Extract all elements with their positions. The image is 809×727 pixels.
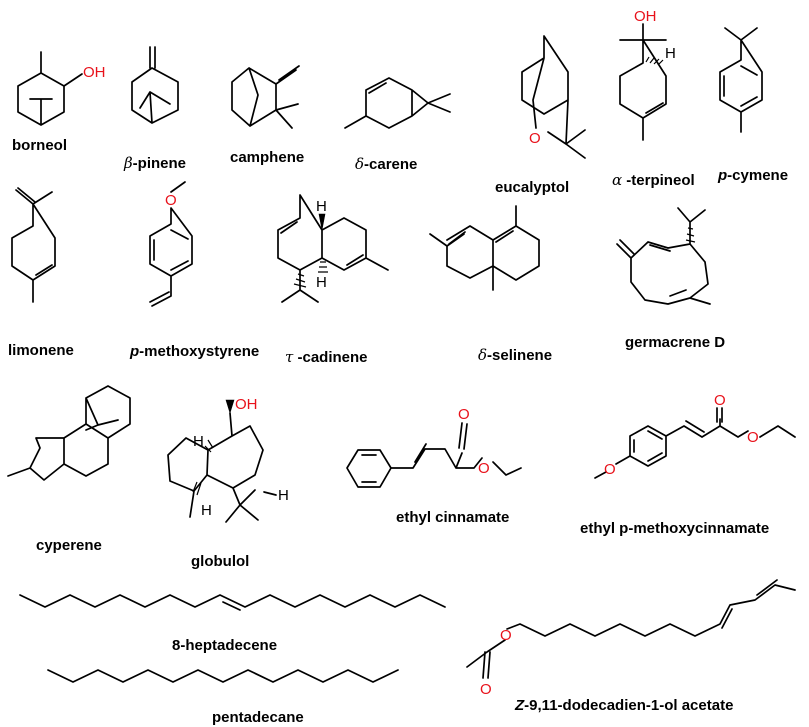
beta-pinene-label: β-pinene <box>123 154 186 172</box>
alpha-terpineol-hydrogen: H <box>665 45 676 62</box>
p-cymene-label: p-cymene <box>717 167 788 184</box>
p-methoxystyrene-label: p-methoxystyrene <box>129 343 259 360</box>
ethyl-cinnamate-carbonyl-oxygen: O <box>458 406 470 423</box>
limonene-structure <box>11 187 56 303</box>
limonene-label: limonene <box>8 342 74 359</box>
tau-cadinene-hydrogen-top: H <box>316 198 327 215</box>
borneol-hydroxyl: OH <box>83 64 106 81</box>
dodecadienyl-acetate-ester-oxygen: O <box>500 627 512 644</box>
delta-selinene-label: δ-selinene <box>478 346 552 364</box>
eucalyptol-label: eucalyptol <box>495 179 569 196</box>
ethyl-cinnamate-structure: O O <box>346 406 522 488</box>
alpha-terpineol-structure: OH H <box>619 8 676 141</box>
8-heptadecene-label: 8-heptadecene <box>172 637 277 654</box>
pentadecane-label: pentadecane <box>212 709 304 726</box>
ethyl-p-methoxycinnamate-label: ethyl p-methoxycinnamate <box>580 520 769 537</box>
ethyl-cinnamate-ester-oxygen: O <box>478 460 490 477</box>
pentadecane-structure <box>47 669 399 683</box>
germacrene-d-structure <box>616 207 711 305</box>
8-heptadecene-structure <box>19 594 446 611</box>
globulol-label: globulol <box>191 553 249 570</box>
ethyl-p-methoxycinnamate-methoxy-oxygen: O <box>604 461 616 478</box>
globulol-structure: OH H H H <box>167 396 289 523</box>
beta-pinene-structure <box>131 46 179 124</box>
borneol-structure: OH <box>17 51 106 126</box>
globulol-hydroxyl: OH <box>235 396 258 413</box>
dodecadienyl-acetate-label: Z-9,11-dodecadien-1-ol acetate <box>514 697 733 714</box>
globulol-hydrogen-top: H <box>193 433 204 450</box>
globulol-hydrogen-bottom: H <box>201 502 212 519</box>
eucalyptol-structure: O <box>521 35 586 159</box>
camphene-structure <box>231 65 300 129</box>
dodecadienyl-acetate-carbonyl-oxygen: O <box>480 681 492 698</box>
cyperene-structure <box>7 385 131 481</box>
delta-selinene-structure <box>429 205 540 291</box>
eucalyptol-oxygen: O <box>529 130 541 147</box>
tau-cadinene-label: τ -cadinene <box>285 348 368 366</box>
p-methoxystyrene-structure: O <box>149 181 193 307</box>
alpha-terpineol-label: α -terpineol <box>612 171 695 189</box>
ethyl-p-methoxycinnamate-carbonyl-oxygen: O <box>714 392 726 409</box>
camphene-label: camphene <box>230 149 304 166</box>
germacrene-d-label: germacrene D <box>625 334 725 351</box>
globulol-hydrogen-right: H <box>278 487 289 504</box>
ethyl-cinnamate-label: ethyl cinnamate <box>396 509 509 526</box>
ethyl-p-methoxycinnamate-ester-oxygen: O <box>747 429 759 446</box>
tau-cadinene-structure: H H <box>277 194 389 303</box>
cyperene-label: cyperene <box>36 537 102 554</box>
tau-cadinene-hydrogen-bottom: H <box>316 274 327 291</box>
p-methoxystyrene-oxygen: O <box>165 192 177 209</box>
ethyl-p-methoxycinnamate-structure: O O O <box>594 392 796 479</box>
dodecadienyl-acetate-structure: O O <box>466 579 796 698</box>
borneol-label: borneol <box>12 137 67 154</box>
delta-carene-structure <box>344 77 451 129</box>
p-cymene-structure <box>719 27 763 133</box>
alpha-terpineol-hydroxyl: OH <box>634 8 657 25</box>
delta-carene-label: δ-carene <box>355 155 417 173</box>
